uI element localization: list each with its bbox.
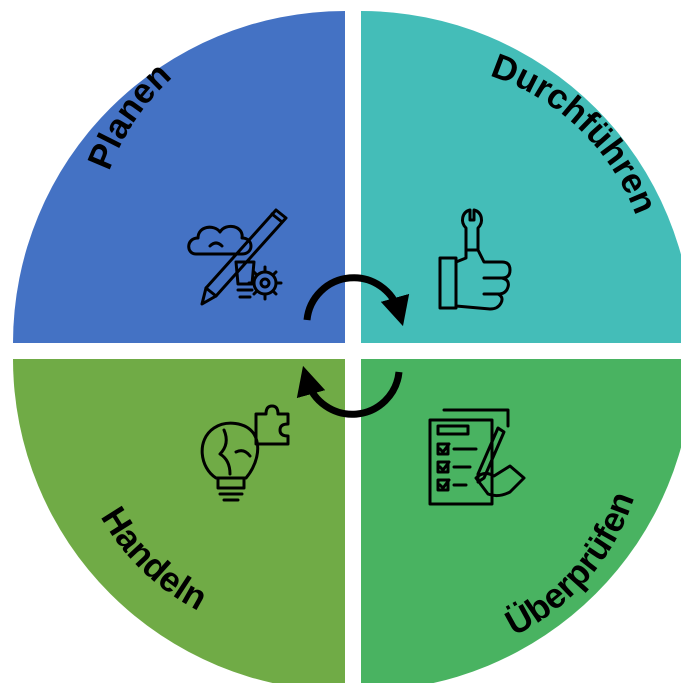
brain-gear-pencil-icon (187, 208, 288, 306)
checklist-hand-icon (428, 408, 526, 506)
quadrant-handeln (13, 359, 345, 683)
quadrant-planen (13, 11, 345, 343)
quadrant-ueberpruefen (361, 359, 681, 683)
circular-arrows-icon (296, 274, 410, 418)
thumbs-up-wrench-icon (438, 208, 512, 311)
lightbulb-puzzle-icon (200, 404, 290, 502)
